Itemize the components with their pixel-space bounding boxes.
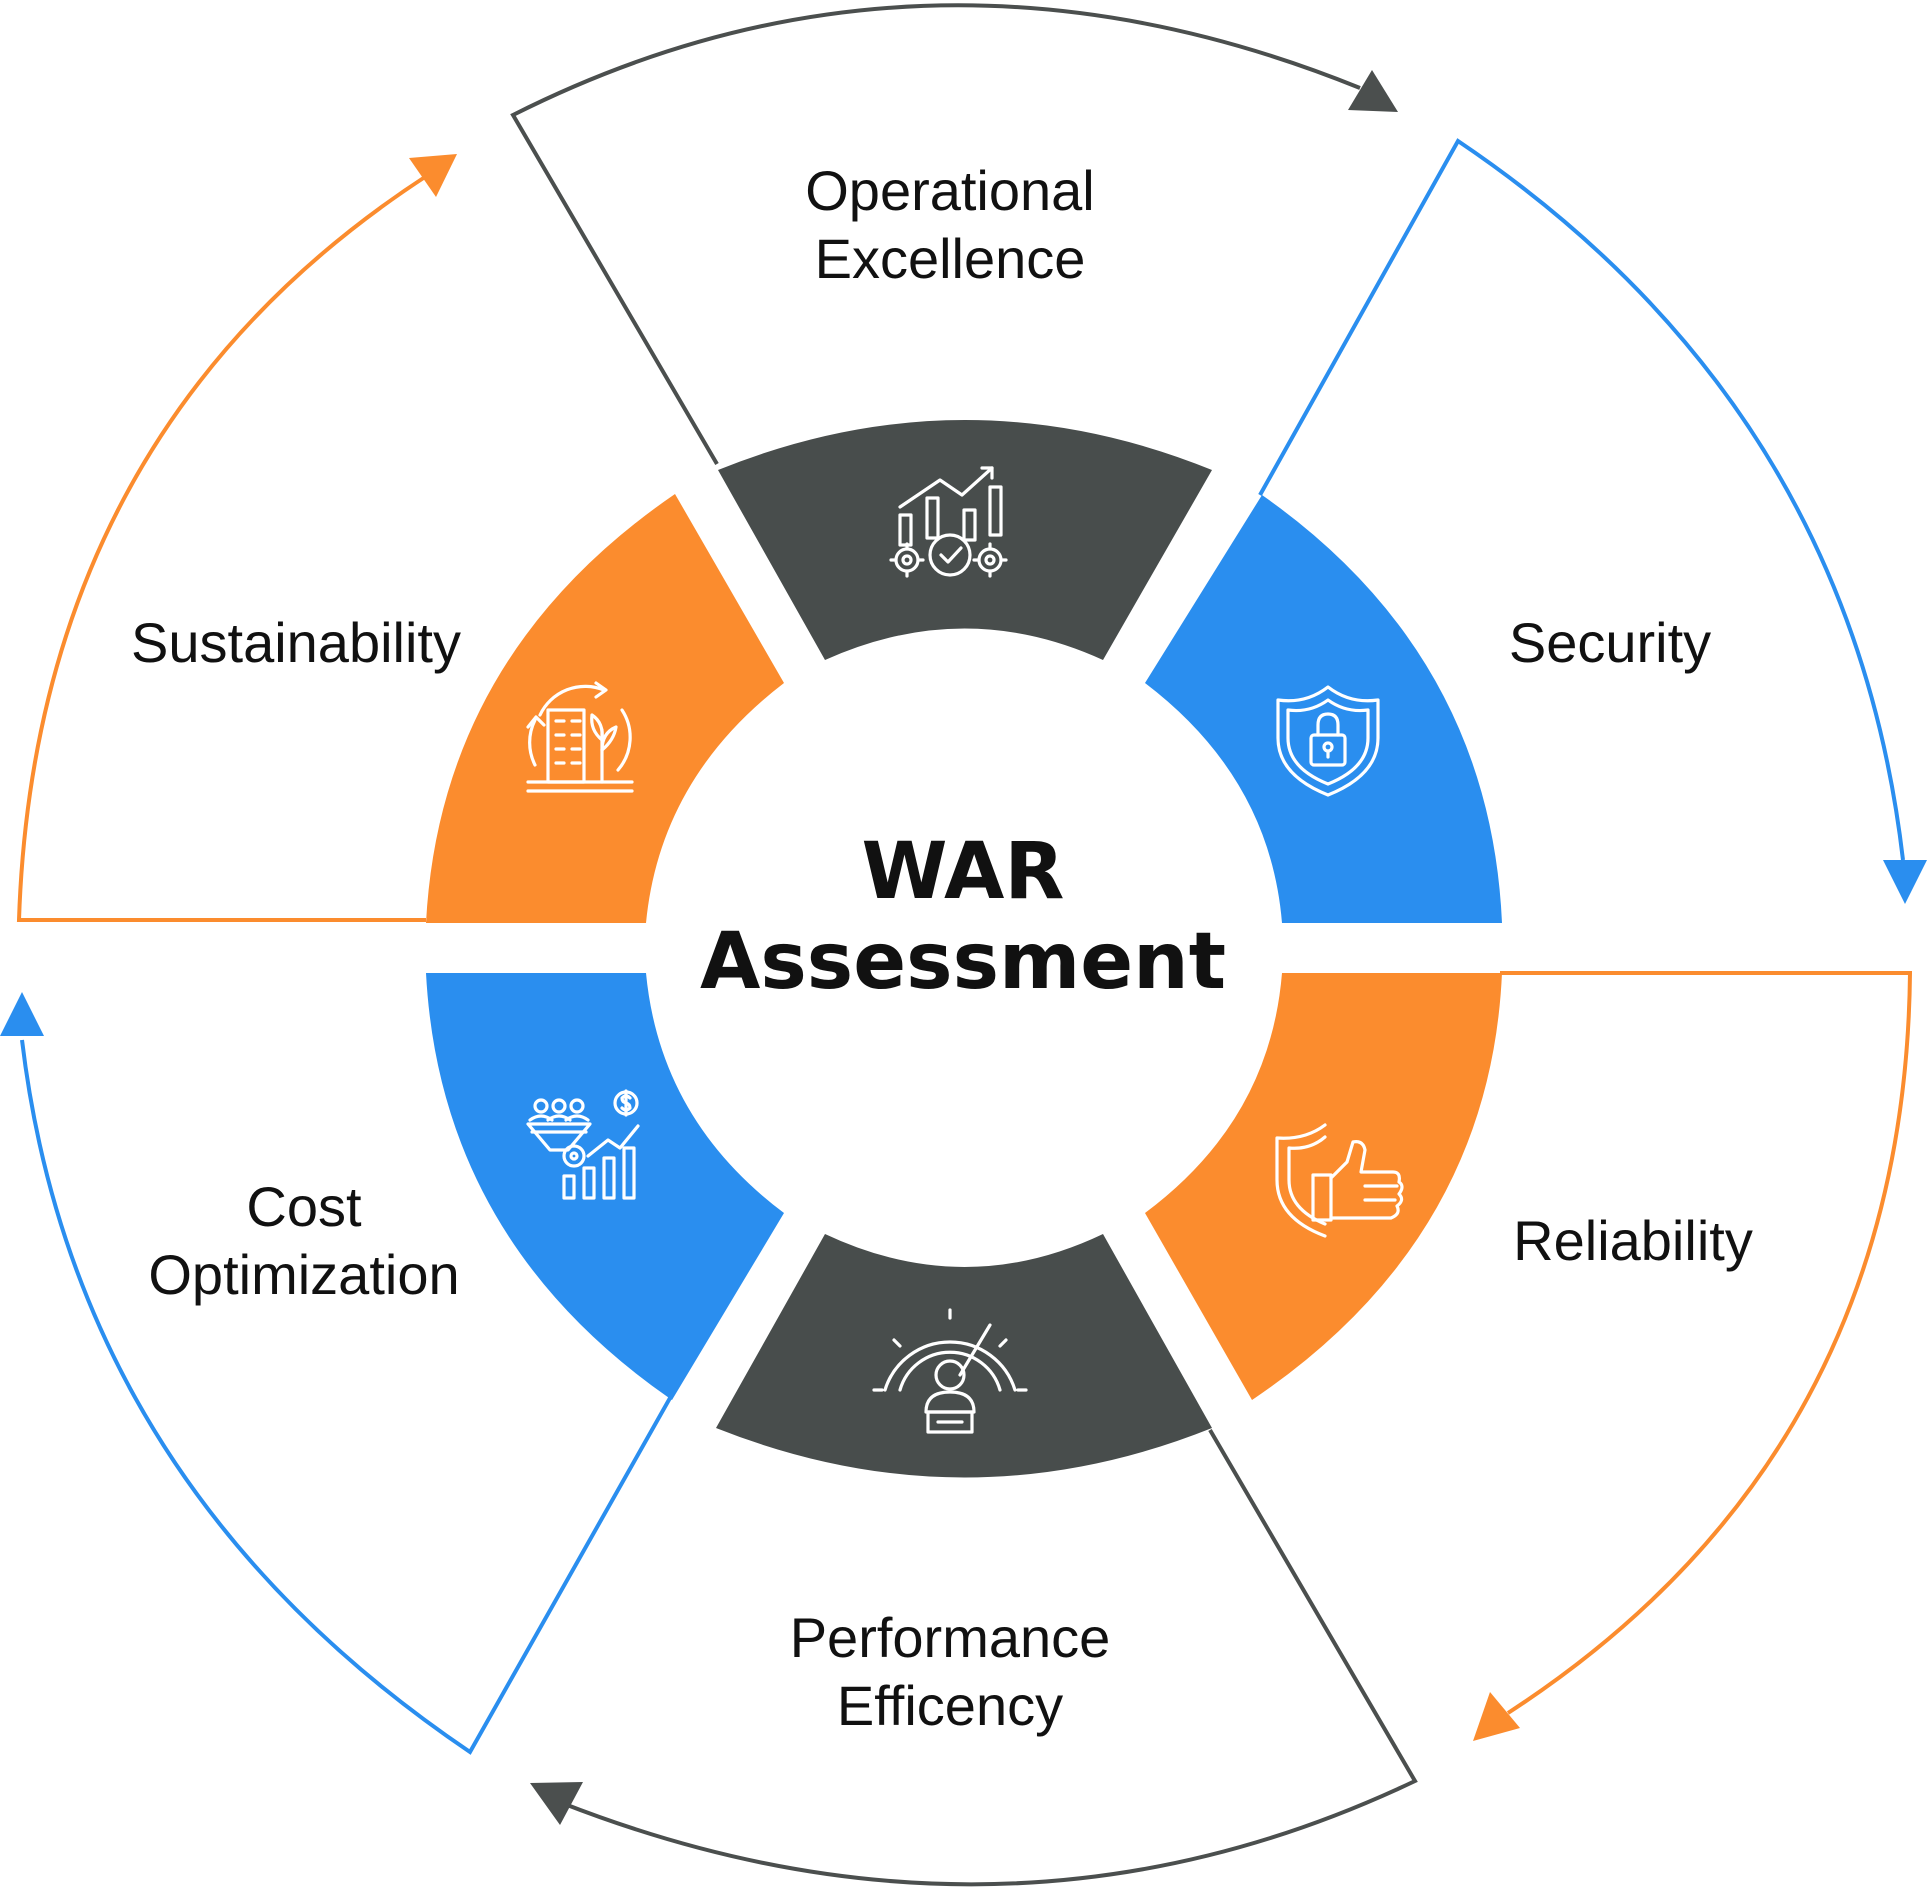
arrow-operational-excellence: [1348, 70, 1398, 112]
building-plant-cycle-icon: [526, 681, 634, 793]
outer-outlines: [0, 3, 1927, 1887]
label-reliability: Reliability: [1513, 1209, 1753, 1272]
outline-performance-efficiency: [561, 1428, 1418, 1887]
segment-security: [1145, 495, 1502, 923]
chart-gears-check-icon: [889, 466, 1008, 578]
outline-sustainability: [16, 173, 430, 922]
center-title-line2: Assessment: [700, 917, 1226, 1007]
label-operational-excellence-line2: Excellence: [815, 227, 1086, 290]
outline-operational-excellence: [510, 3, 1361, 466]
label-security: Security: [1509, 611, 1711, 674]
pillar-labels: Operational Excellence Security Reliabil…: [131, 159, 1753, 1737]
outline-cost-optimization: [20, 1039, 672, 1755]
arrow-security: [1883, 860, 1927, 904]
label-cost-optimization-line1: Cost: [246, 1175, 362, 1238]
outline-security: [1258, 138, 1905, 861]
label-performance-efficiency-line1: Performance: [790, 1606, 1111, 1669]
center-title: WAR Assessment: [700, 827, 1226, 1007]
funnel-dollar-chart-icon: [526, 1089, 640, 1200]
label-operational-excellence-line1: Operational: [805, 159, 1095, 222]
segment-sustainability: [426, 494, 784, 923]
shield-lock-icon: [1276, 685, 1380, 797]
label-cost-optimization-line2: Optimization: [148, 1243, 459, 1306]
shield-thumbs-up-icon: [1275, 1123, 1404, 1238]
speedometer-person-icon: [872, 1308, 1028, 1434]
outline-reliability: [1500, 971, 1913, 1715]
arrow-cost-optimization: [0, 992, 44, 1036]
arrow-reliability: [1473, 1692, 1520, 1741]
arrow-sustainability: [409, 154, 457, 197]
center-title-line1: WAR: [862, 827, 1065, 917]
segment-reliability: [1145, 973, 1502, 1400]
arrow-performance-efficiency: [530, 1782, 583, 1825]
label-sustainability: Sustainability: [131, 611, 461, 674]
icons: [526, 466, 1404, 1434]
label-performance-efficiency-line2: Efficency: [837, 1674, 1063, 1737]
